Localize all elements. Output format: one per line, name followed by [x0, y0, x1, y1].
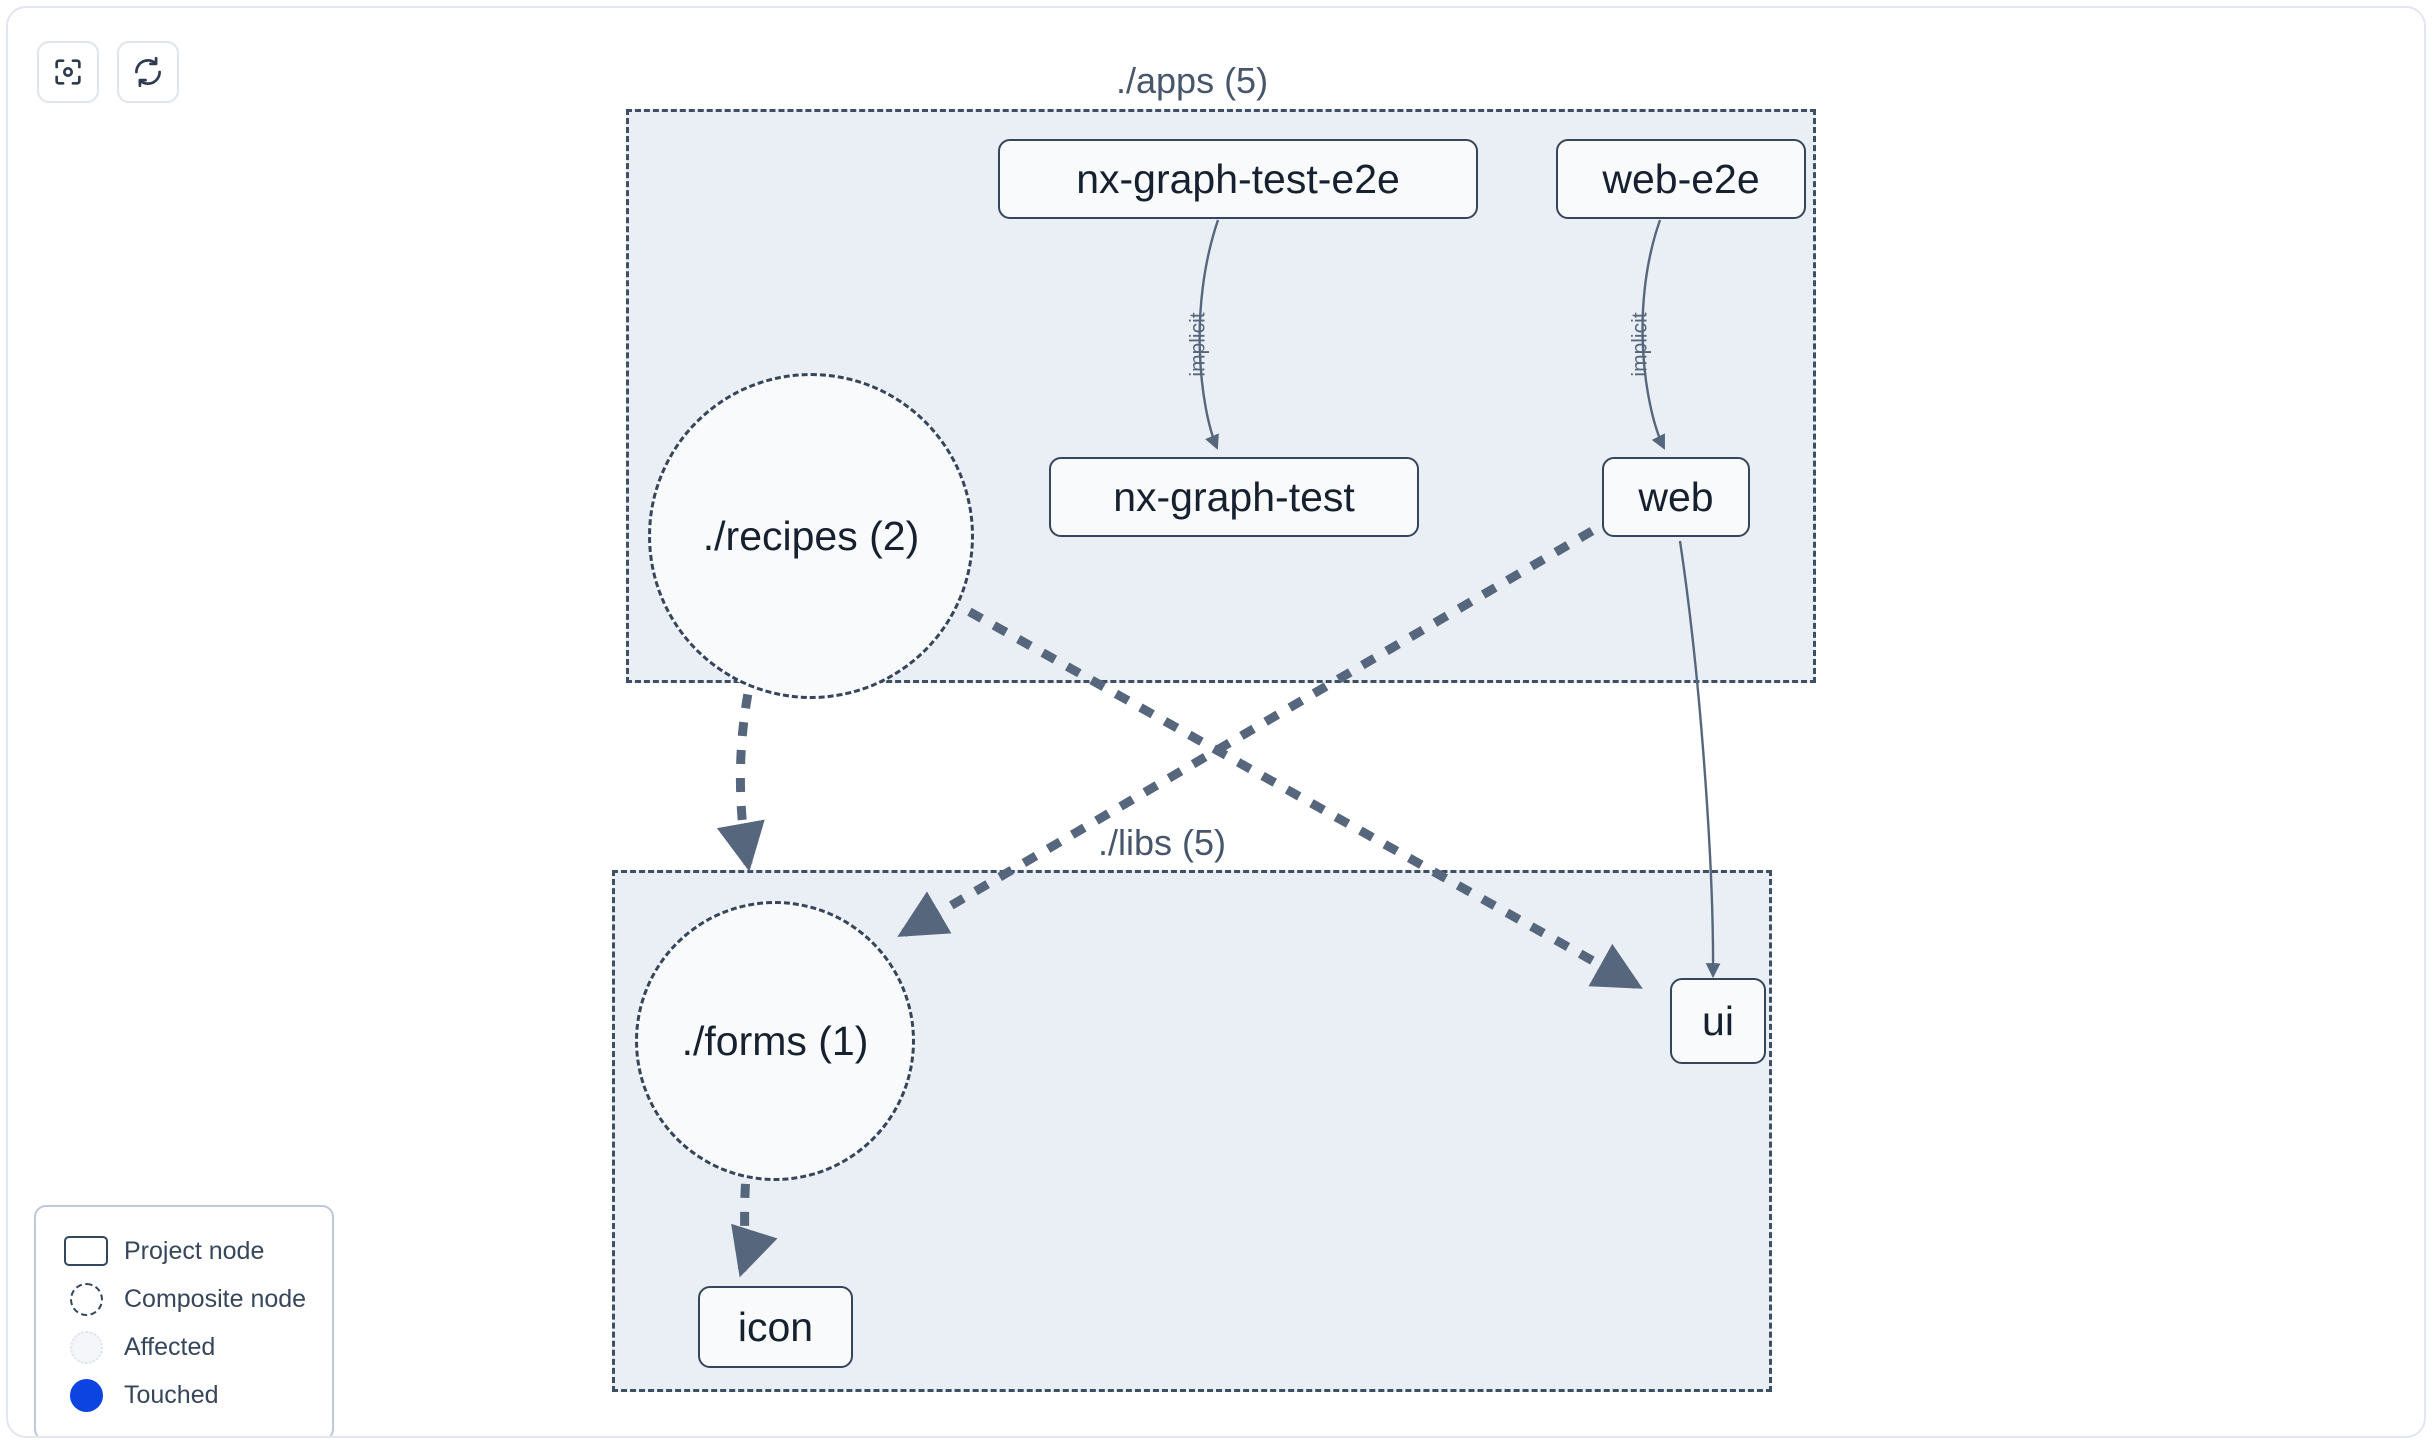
node-label: icon [737, 1303, 814, 1350]
node-nx-graph-test-e2e[interactable]: nx-graph-test-e2e [998, 139, 1478, 219]
node-label: nx-graph-test-e2e [1076, 155, 1400, 202]
edge-label-implicit-web: implicit [1628, 312, 1652, 377]
node-label: web [1638, 473, 1714, 520]
graph-panel: ./apps (5) ./libs (5) [6, 6, 2426, 1438]
touched-swatch [58, 1378, 114, 1412]
node-ui[interactable]: ui [1670, 978, 1766, 1064]
node-forms[interactable]: ./forms (1) [635, 901, 915, 1181]
legend-item-composite-node: Composite node [58, 1275, 310, 1323]
legend-item-touched: Touched [58, 1371, 310, 1419]
node-icon[interactable]: icon [698, 1286, 853, 1368]
node-label: ./forms (1) [681, 1017, 869, 1064]
node-web-e2e[interactable]: web-e2e [1556, 139, 1806, 219]
composite-node-swatch [58, 1282, 114, 1316]
group-label-libs: ./libs (5) [1098, 822, 1227, 863]
node-label: ui [1702, 997, 1734, 1044]
graph-toolbar [37, 41, 179, 103]
project-graph[interactable]: ./apps (5) ./libs (5) [8, 8, 2424, 1436]
node-label: nx-graph-test [1113, 473, 1355, 520]
legend-label: Affected [124, 1332, 216, 1361]
refresh-graph-button[interactable] [117, 41, 179, 103]
node-label: ./recipes (2) [702, 512, 920, 559]
node-recipes[interactable]: ./recipes (2) [648, 373, 974, 699]
project-node-swatch [58, 1236, 114, 1266]
node-web[interactable]: web [1602, 457, 1750, 537]
focus-graph-button[interactable] [37, 41, 99, 103]
legend-item-affected: Affected [58, 1323, 310, 1371]
edge-label-implicit-nxgraphtest: implicit [1186, 312, 1210, 377]
affected-swatch [58, 1330, 114, 1364]
node-label: web-e2e [1602, 155, 1760, 202]
legend-label: Project node [124, 1236, 265, 1265]
refresh-icon [131, 55, 165, 89]
legend-label: Composite node [124, 1284, 307, 1313]
graph-legend: Project node Composite node Affected Tou… [34, 1205, 334, 1436]
legend-item-project-node: Project node [58, 1227, 310, 1275]
focus-target-icon [51, 55, 85, 89]
node-nx-graph-test[interactable]: nx-graph-test [1049, 457, 1419, 537]
legend-label: Touched [124, 1380, 219, 1409]
group-label-apps: ./apps (5) [1116, 60, 1269, 101]
